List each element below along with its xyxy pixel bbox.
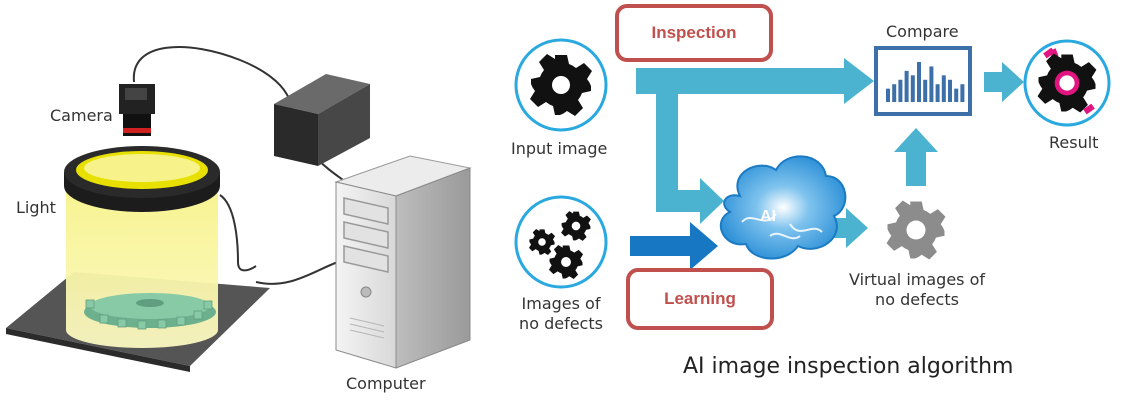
camera — [119, 84, 155, 136]
stage-cable — [255, 261, 339, 285]
inspection-box: Inspection — [615, 4, 773, 62]
inspection-arrows — [636, 58, 1024, 248]
to-ai-shaft — [656, 190, 706, 212]
compare-bar — [941, 75, 946, 102]
compare-bar — [935, 84, 940, 102]
gear-icon — [1037, 53, 1097, 113]
result-node — [1023, 39, 1111, 127]
virtual-images-label: Virtual images of no defects — [848, 270, 986, 309]
controller-box — [274, 74, 370, 166]
learning-label: Learning — [664, 289, 736, 308]
computer-tower — [334, 155, 472, 369]
compare-to-result-shaft — [984, 72, 1006, 92]
gear-icon — [530, 54, 592, 116]
camera-cable — [132, 46, 293, 126]
compare-bar — [917, 62, 921, 102]
gear-icon — [528, 228, 556, 256]
result-label: Result — [1049, 133, 1099, 152]
compare-bar — [954, 88, 959, 102]
gear-workpiece — [84, 293, 216, 330]
compare-bar — [948, 79, 952, 102]
no-defect-images-node — [514, 195, 608, 289]
result-arrowhead — [1002, 62, 1024, 102]
compare-bar — [929, 66, 934, 102]
compare-bar — [898, 79, 903, 102]
gear-icon — [886, 200, 946, 260]
no-defect-images-label: Images of no defects — [519, 294, 603, 333]
ai-arrowhead — [700, 178, 724, 224]
compare-bar — [892, 84, 897, 102]
ai-label: AI — [760, 208, 776, 225]
compare-arrowhead — [844, 58, 874, 104]
compare-up-arrowhead — [894, 128, 938, 152]
ring-light — [64, 146, 220, 212]
stage-edge — [6, 328, 190, 372]
light-label: Light — [16, 198, 56, 217]
compare-label: Compare — [886, 22, 959, 41]
gear-icon — [548, 244, 584, 280]
learning-arrow — [630, 222, 718, 270]
compare-bar — [904, 70, 909, 102]
ai-cloud — [719, 155, 847, 260]
compare-bar — [886, 88, 890, 102]
learning-box: Learning — [626, 268, 774, 330]
virtual-to-compare-shaft — [906, 150, 926, 186]
gear-icon — [561, 211, 591, 241]
input-image-label: Input image — [511, 139, 608, 158]
light-cable — [219, 194, 257, 272]
inspection-label: Inspection — [651, 23, 737, 42]
input-image-node — [514, 38, 608, 132]
computer-label: Computer — [346, 374, 426, 393]
compare-bar — [960, 84, 965, 102]
virtual-arrowhead — [846, 208, 868, 248]
compare-bar — [910, 75, 915, 102]
compare-chart — [874, 46, 972, 116]
algorithm-title: AI image inspection algorithm — [683, 354, 1014, 379]
compare-bar — [923, 79, 928, 102]
down-branch-shaft — [656, 84, 678, 212]
camera-label: Camera — [50, 106, 113, 125]
